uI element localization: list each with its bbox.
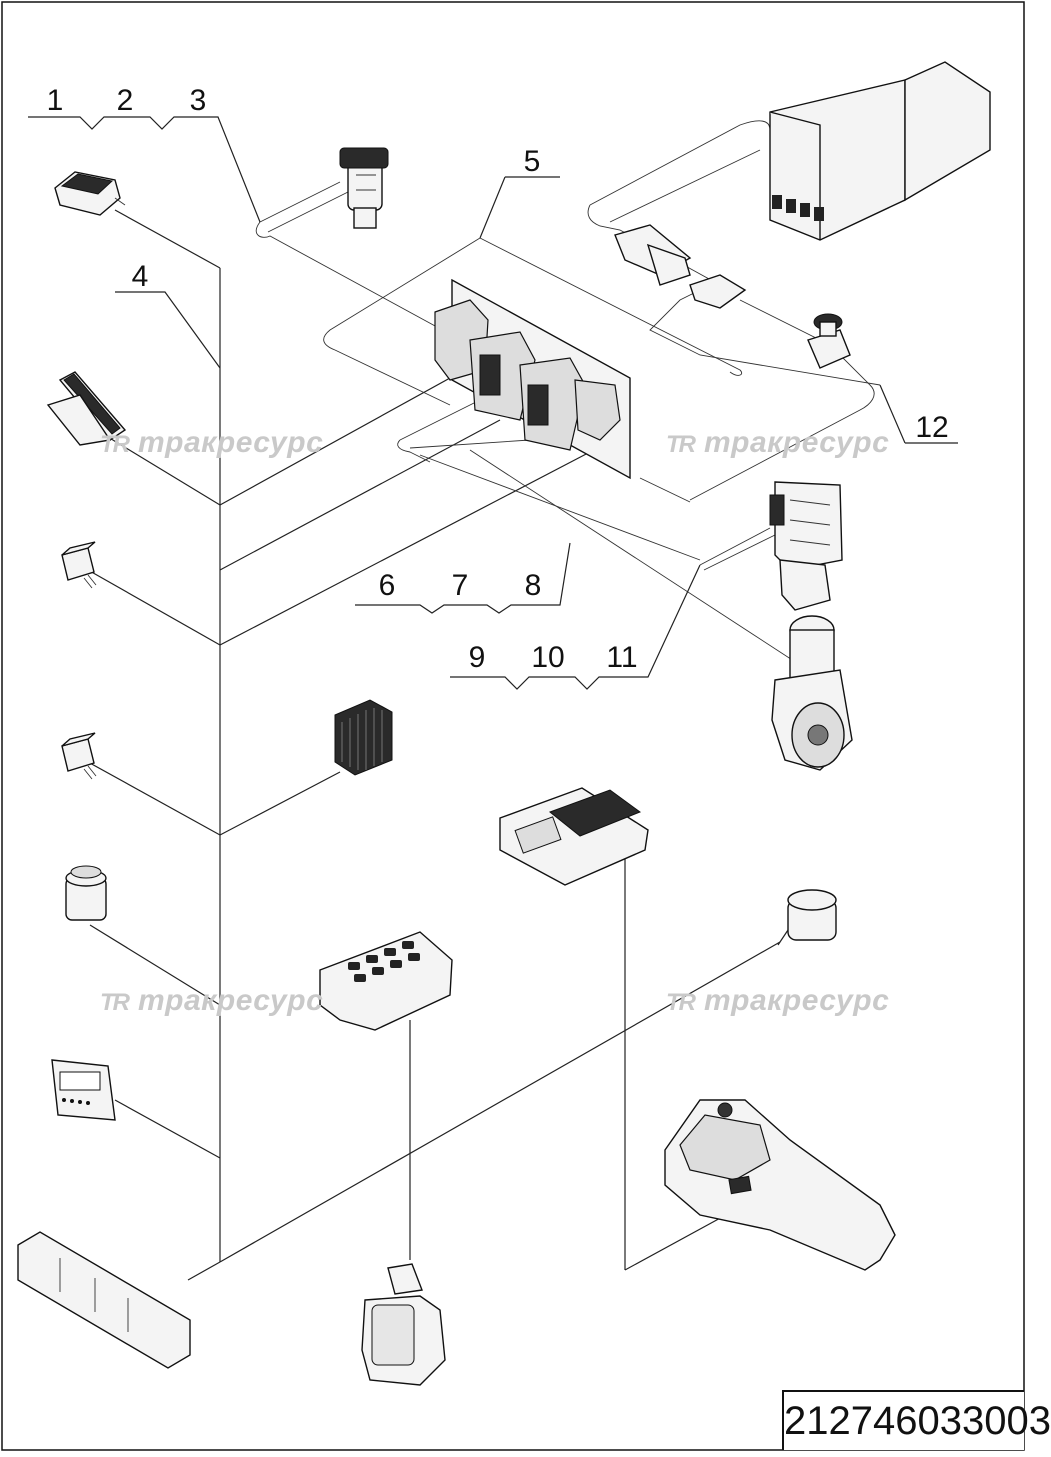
ecu-module: [499, 787, 649, 886]
harness-loops: [255, 120, 881, 666]
callout-8: 8: [525, 569, 542, 602]
emergency-stop-button: [807, 313, 851, 369]
relay-upper: [61, 541, 97, 589]
callout-1: 1: [47, 84, 64, 117]
remote-transmitter: [361, 1263, 446, 1386]
document-number: 212746033003: [782, 1390, 1051, 1450]
main-connector: [614, 224, 692, 286]
display-panel: [51, 1059, 116, 1121]
callout-2: 2: [117, 84, 134, 117]
diagram-sheet: 1 2 3 4 5 6 7 8 9 10 11 12: [1, 1, 1025, 1451]
tiller-control-handle: [664, 1099, 896, 1271]
callout-3: 3: [190, 84, 207, 117]
callout-11: 11: [606, 641, 637, 674]
accelerator-pedal: [46, 371, 127, 446]
callout-10: 10: [531, 641, 564, 674]
angle-sensor: [777, 889, 837, 946]
leader-lines: [28, 116, 958, 690]
warning-buzzer: [65, 865, 107, 921]
inline-connector: [689, 274, 747, 309]
drawing-frame: [1, 1, 1025, 1451]
dc-dc-converter: [334, 699, 393, 776]
callout-12: 12: [915, 411, 948, 444]
drive-wheel-motor: [771, 615, 853, 771]
electrical-panel-plate: [434, 278, 631, 480]
foot-pedal-switch: [54, 171, 126, 216]
callout-9: 9: [469, 641, 486, 674]
callout-4: 4: [132, 260, 149, 293]
hydraulic-valve-sensor: [339, 147, 389, 229]
pump-motor-assembly: [769, 481, 843, 611]
led-indicator-bar: [17, 1231, 191, 1369]
traction-controller: [769, 61, 991, 241]
keypad-unit: [319, 931, 453, 1031]
callout-labels: 1 2 3 4 5 6 7 8 9 10 11 12: [47, 84, 949, 674]
wiring-diagram: 1 2 3 4 5 6 7 8 9 10 11 12: [1, 1, 1025, 1451]
harness-trunk: [79, 209, 781, 1281]
callout-7: 7: [452, 569, 469, 602]
relay-lower: [61, 732, 97, 780]
callout-6: 6: [379, 569, 396, 602]
callout-5: 5: [524, 145, 541, 178]
